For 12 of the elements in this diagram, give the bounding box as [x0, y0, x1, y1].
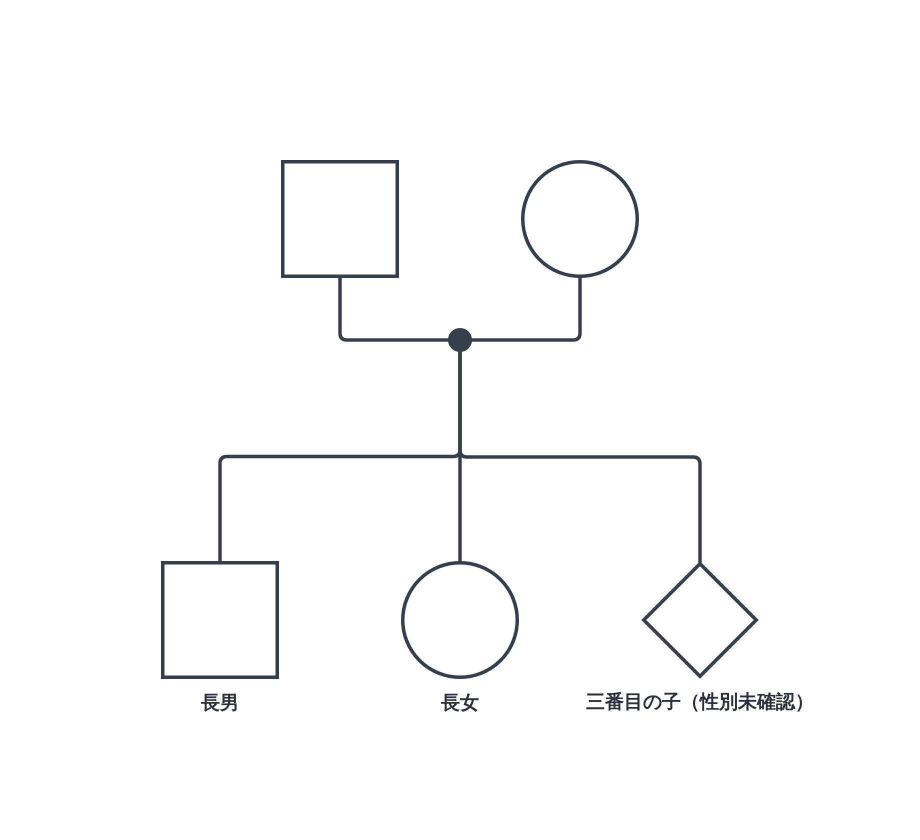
person-label: 長男 [201, 691, 239, 715]
connector-line [458, 350, 702, 564]
diamond-symbol [642, 562, 758, 678]
junction-dot [448, 328, 472, 352]
circle-symbol [521, 160, 639, 278]
square-symbol [161, 561, 279, 679]
person-label: 三番目の子（性別未確認） [586, 690, 814, 714]
square-symbol [281, 160, 399, 278]
circle-symbol [401, 561, 519, 679]
connector-line [470, 276, 582, 342]
person-label: 長女 [441, 691, 479, 715]
connector-line [338, 276, 450, 342]
